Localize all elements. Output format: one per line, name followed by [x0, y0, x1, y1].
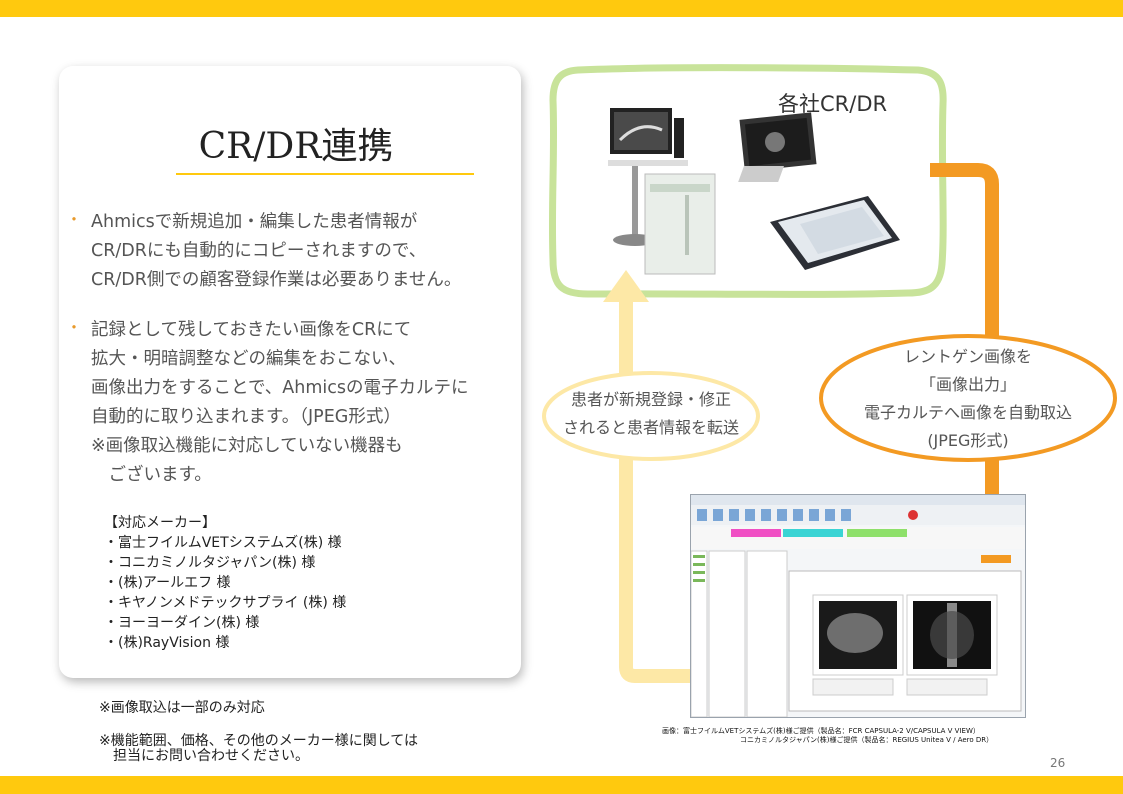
ahmics-emr-screenshot: [690, 494, 1026, 718]
bullet-dot-icon: ・: [66, 210, 83, 229]
note-scope-line2: 担当にお問い合わせください。: [99, 748, 309, 764]
maker-item: ・(株)RayVision 様: [104, 635, 230, 651]
page-number: 26: [1050, 756, 1066, 770]
top-accent-bar: [0, 0, 1123, 17]
bubble-line: 電子カルテへ画像を自動取込: [863, 403, 1072, 422]
patient-transfer-arrowhead: [603, 270, 649, 302]
image-import-bubble: レントゲン画像を 「画像出力」 電子カルテへ画像を自動取込 (JPEG形式): [818, 333, 1118, 463]
bullet-line: CR/DRにも自動的にコピーされますので、: [91, 241, 427, 261]
bottom-accent-bar: [0, 776, 1123, 794]
note-image-capture: ※画像取込は一部のみ対応: [99, 700, 265, 716]
maker-item: ・ヨーヨーダイン(株) 様: [104, 615, 260, 631]
maker-item: ・富士フイルムVETシステムズ(株) 様: [104, 535, 342, 551]
info-card: [59, 66, 521, 678]
title-underline: [176, 173, 474, 175]
maker-list-heading: 【対応メーカー】: [104, 515, 216, 531]
image-credit-line1: 画像：富士フイルムVETシステムズ(株)様ご提供（製品名：FCR CAPSULA…: [662, 727, 980, 735]
image-import-arrow: [930, 163, 999, 540]
bubble-line: レントゲン画像を: [903, 347, 1032, 366]
cr-dr-label: 各社CR/DR: [778, 92, 888, 116]
dr-panel-icon: [770, 196, 900, 270]
image-credit-line2: コニカミノルタジャパン(株)様ご提供（製品名：REGIUS Unitea V /…: [740, 736, 994, 744]
bullet-line: 拡大・明暗調整などの編集をおこない、: [91, 349, 406, 369]
bullet-line: ございます。: [91, 465, 212, 485]
patient-transfer-bubble: 患者が新規登録・修正 されると患者情報を転送: [541, 370, 761, 462]
bullet-dot-icon: ・: [66, 318, 83, 337]
patient-transfer-arrow: [619, 300, 690, 683]
maker-item: ・コニカミノルタジャパン(株) 様: [104, 555, 316, 571]
note-scope-line1: ※機能範囲、価格、その他のメーカー様に関しては: [99, 733, 419, 749]
bullet-line: Ahmicsで新規追加・編集した患者情報が: [91, 212, 418, 232]
bubble-line: されると患者情報を転送: [562, 418, 739, 437]
bullet-line: ※画像取込機能に対応していない機器も: [91, 436, 403, 456]
bullet-line: CR/DR側での顧客登録作業は必要ありません。: [91, 270, 462, 290]
bullet-line: 自動的に取り込まれます。（JPEG形式）: [91, 407, 401, 427]
bullet-line: 画像出力をすることで、Ahmicsの電子カルテに: [91, 378, 469, 398]
cr-workstation-icon: [608, 108, 716, 275]
bubble-line: (JPEG形式): [927, 431, 1009, 450]
dr-laptop-icon: [738, 112, 817, 182]
cr-dr-devices-image: [608, 108, 900, 275]
bullet-line: 記録として残しておきたい画像をCRにて: [91, 320, 412, 340]
maker-item: ・(株)アールエフ 様: [104, 575, 231, 591]
slide-title: CR/DR連携: [198, 126, 394, 167]
bubble-line: 「画像出力」: [919, 375, 1016, 394]
maker-list: 【対応メーカー】 ・富士フイルムVETシステムズ(株) 様 ・コニカミノルタジャ…: [104, 513, 346, 653]
bubble-line: 患者が新規登録・修正: [570, 390, 731, 409]
maker-item: ・キヤノンメドテックサプライ (株) 様: [104, 595, 347, 611]
